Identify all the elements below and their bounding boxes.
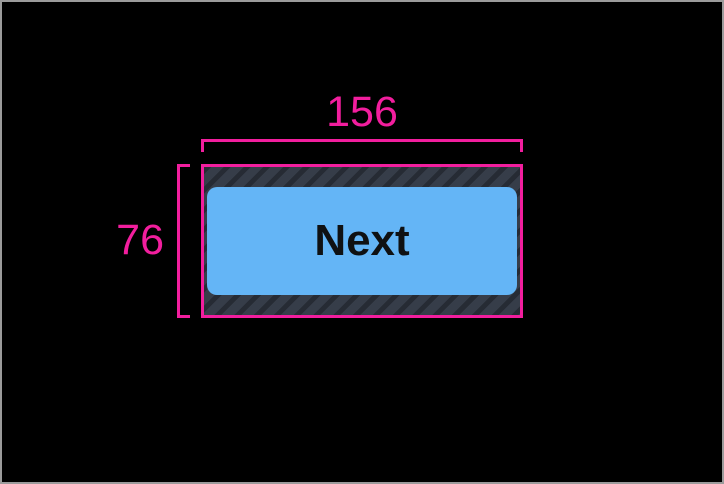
height-measure-bracket [177,164,190,318]
width-measure-bracket [201,139,523,152]
height-dimension-label: 76 [116,216,164,264]
padding-hatch-area: Next [201,164,523,318]
next-button[interactable]: Next [207,187,517,295]
width-dimension-label: 156 [326,88,398,136]
next-button-label: Next [314,216,410,265]
